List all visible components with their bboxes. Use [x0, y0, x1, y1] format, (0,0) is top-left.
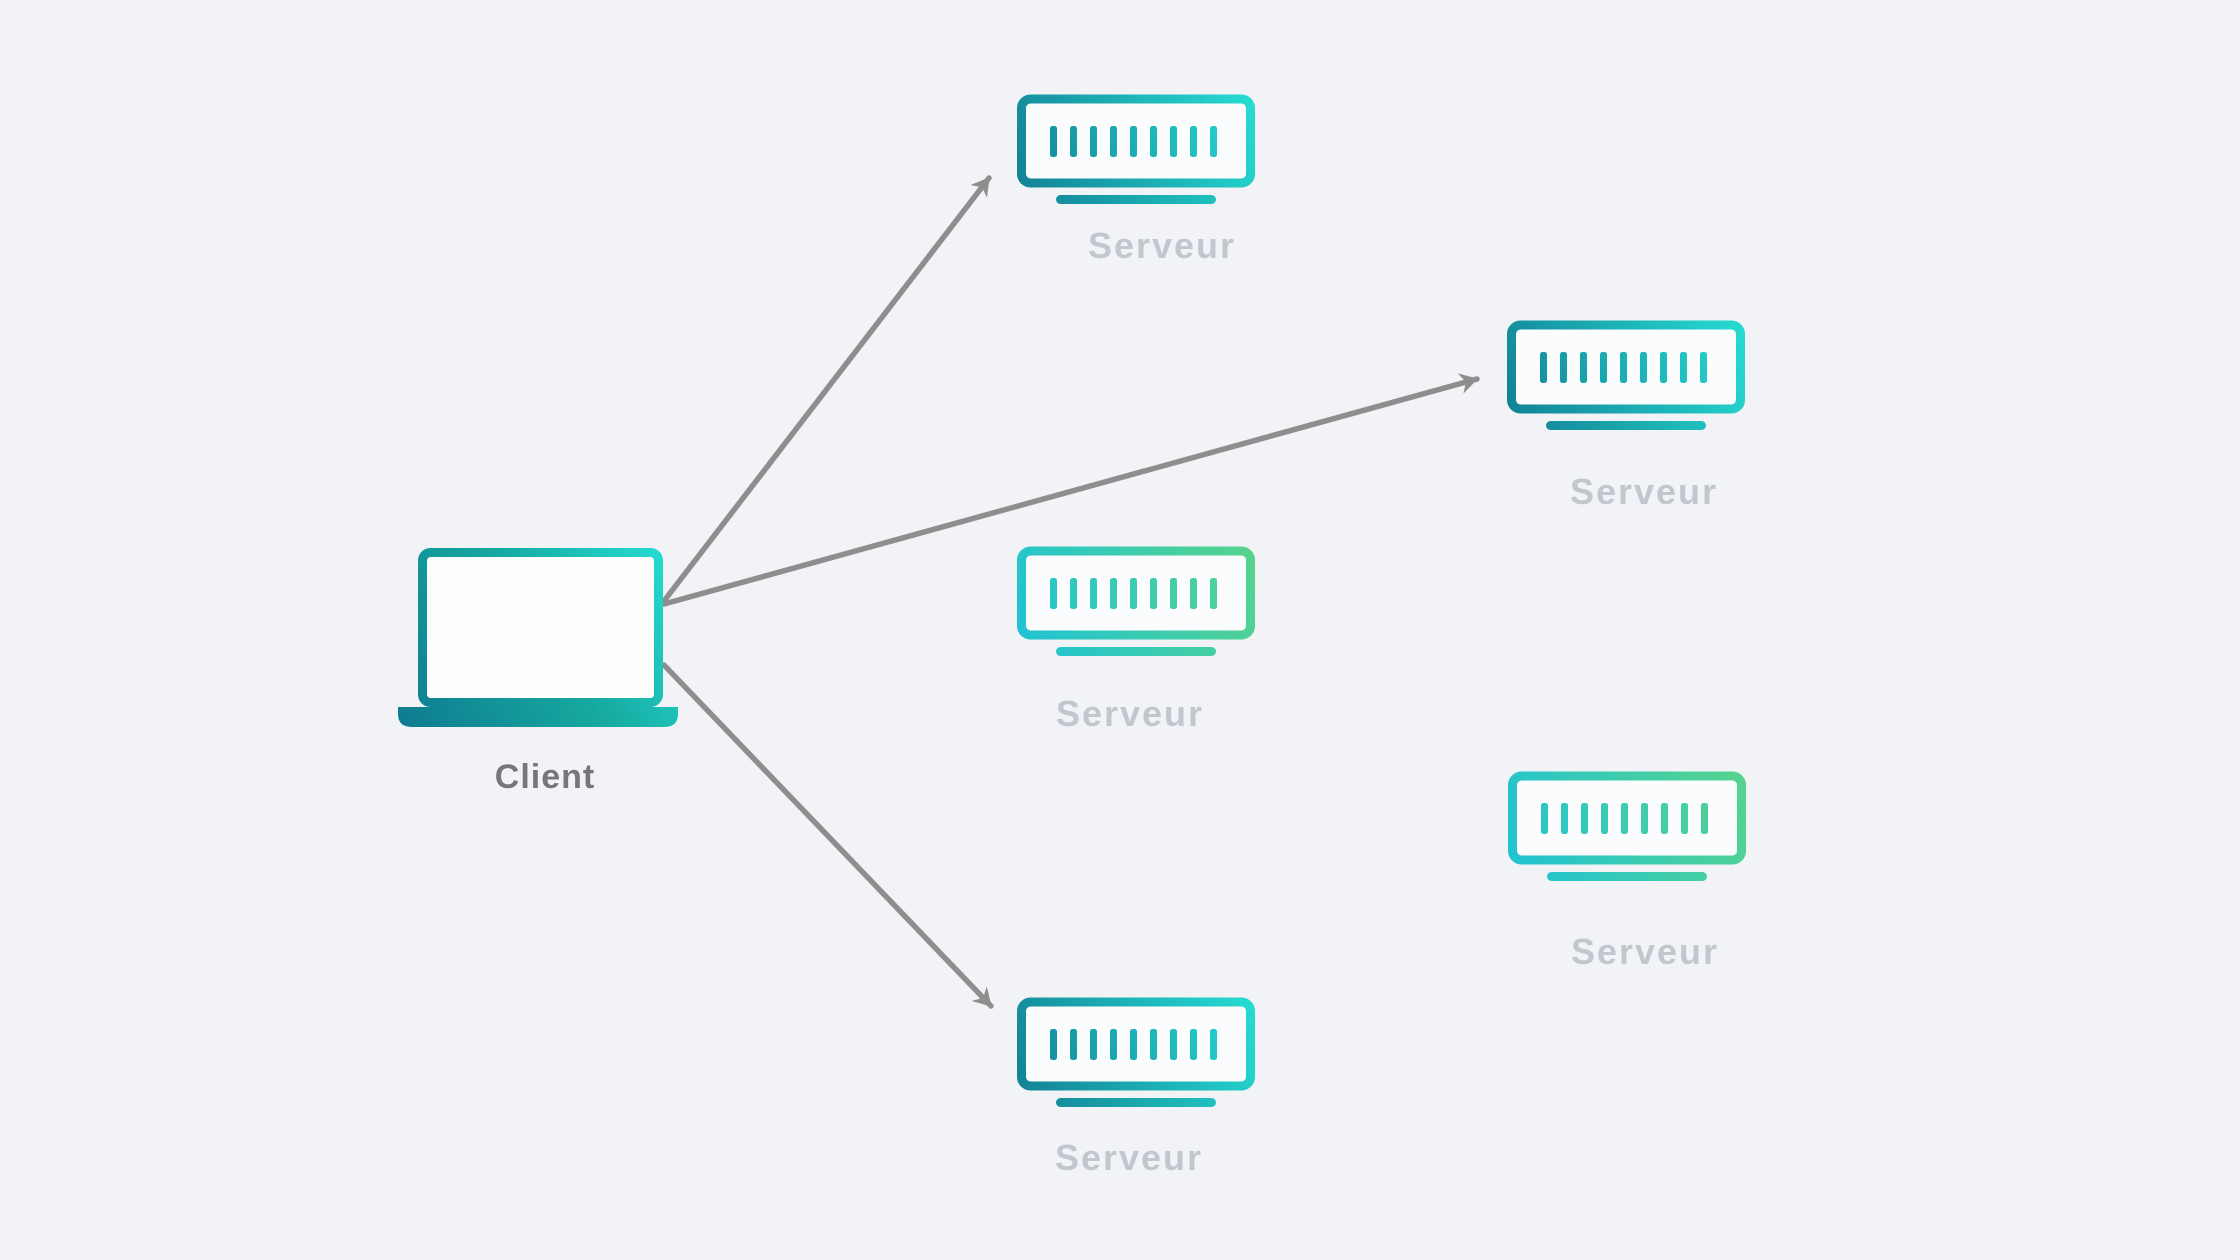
server-top-label: Serveur — [1087, 225, 1237, 266]
server-bottom-right — [1503, 767, 1751, 887]
server-bottom — [1012, 993, 1260, 1113]
client-label: Client — [494, 758, 596, 796]
server-icon — [1017, 997, 1255, 1107]
server-right — [1502, 316, 1750, 436]
arrow-client-to-server-top — [661, 175, 992, 604]
server-middle — [1012, 542, 1260, 662]
server-bottom-label: Serveur — [1054, 1137, 1204, 1178]
server-icon — [1017, 546, 1255, 656]
server-middle-label: Serveur — [1055, 693, 1205, 734]
server-top — [1012, 90, 1260, 210]
server-bottom-right-label: Serveur — [1570, 931, 1720, 972]
server-icon — [1507, 320, 1745, 430]
arrow-client-to-server-bottom — [661, 662, 994, 1009]
server-icon — [1017, 94, 1255, 204]
client-node — [393, 543, 683, 738]
server-right-label: Serveur — [1569, 471, 1719, 512]
laptop-icon — [398, 548, 678, 727]
server-icon — [1508, 771, 1746, 881]
